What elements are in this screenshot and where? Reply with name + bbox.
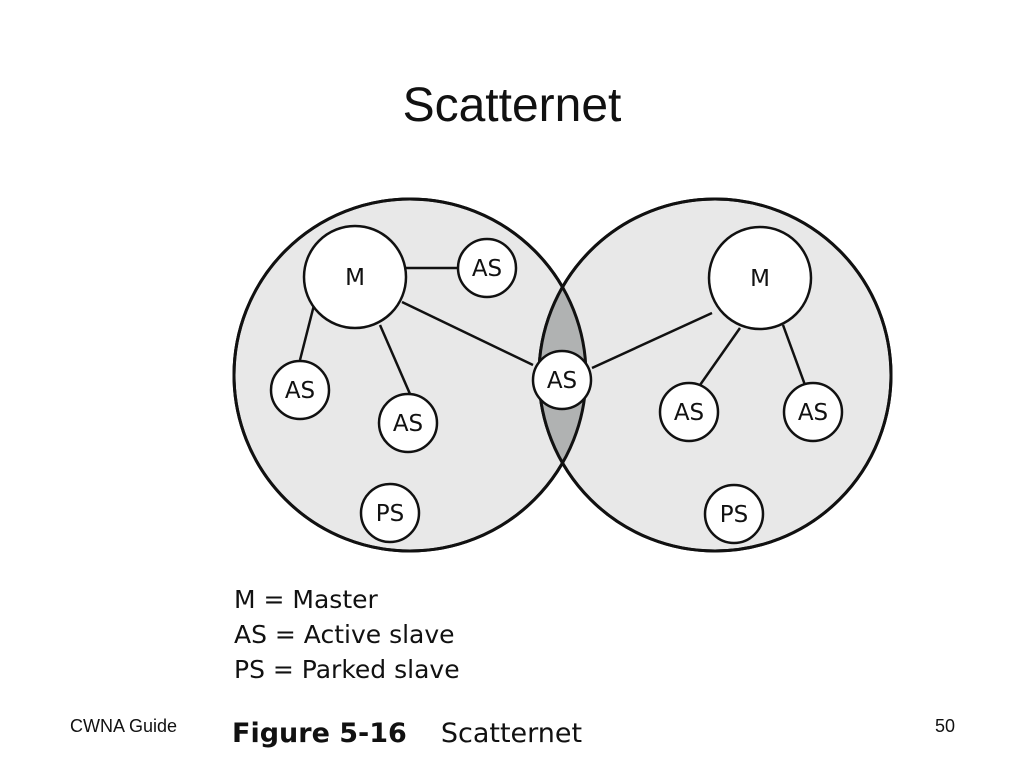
slide-title: Scatternet [402,79,622,132]
right-parked-label: PS [720,502,748,528]
right-active-right-node: AS [782,381,844,443]
right-parked-node: PS [703,483,765,545]
link-left-master-to-shared-active [401,300,534,367]
right-active-left-label: AS [674,400,704,426]
left-active-top-node: AS [456,237,518,299]
left-active-lower-left-node: AS [269,359,331,421]
left-master-node: M [302,224,408,330]
footer-course-title: CWNA Guide [70,716,178,736]
left-parked-label: PS [376,501,404,527]
right-active-right-label: AS [798,400,828,426]
legend-item-active-slave: AS = Active slave [234,620,455,649]
link-right-master-to-shared-active [591,311,713,370]
left-active-lower-node: AS [377,392,439,454]
left-active-top-label: AS [472,256,502,282]
legend-item-parked-slave: PS = Parked slave [234,655,460,684]
figure-caption: Figure 5-16 Scatternet [232,718,582,749]
link-right-master-to-active-right [781,324,807,386]
figure-title: Scatternet [440,718,583,749]
footer-page-number: 50 [935,716,955,736]
figure-number: Figure 5-16 [232,718,407,749]
link-left-master-to-active-lower-left [298,304,316,361]
link-left-master-to-active-lower [378,324,412,395]
left-active-lower-left-label: AS [285,378,315,404]
legend: M = Master AS = Active slave PS = Parked… [234,582,460,687]
left-active-lower-label: AS [393,411,423,437]
right-active-left-node: AS [658,381,720,443]
shared-active-node: AS [531,349,593,411]
link-right-master-to-active-left [698,327,742,386]
right-master-node: M [707,225,813,331]
shared-active-label: AS [547,368,577,394]
left-master-label: M [345,265,365,291]
legend-item-master: M = Master [234,585,378,614]
right-master-label: M [750,266,770,292]
left-parked-node: PS [359,482,421,544]
